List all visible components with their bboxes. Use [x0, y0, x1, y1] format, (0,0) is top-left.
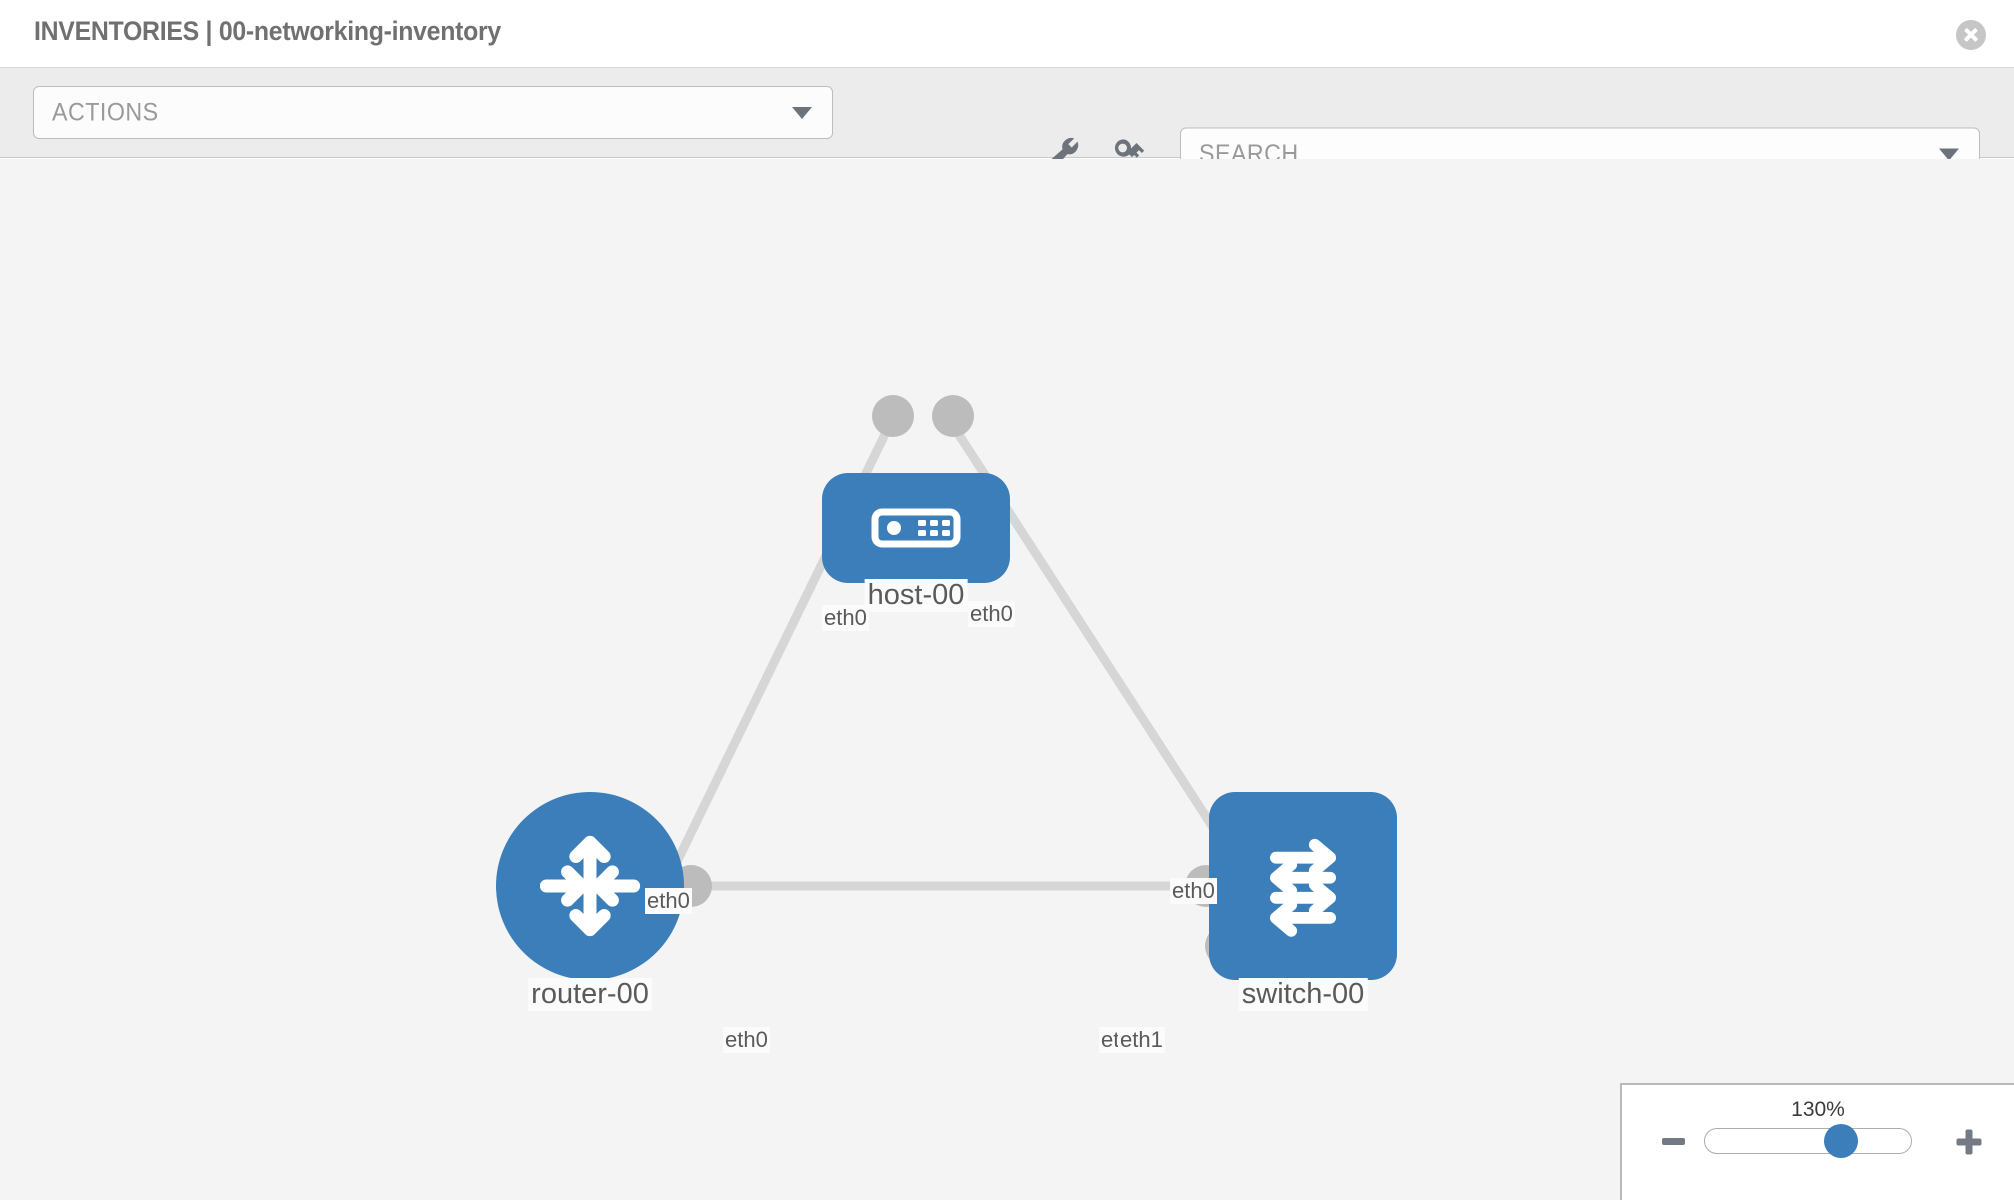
zoom-out-button[interactable] — [1662, 1138, 1685, 1145]
key-icon[interactable] — [1110, 134, 1150, 174]
node-router-00[interactable]: router-00 — [496, 792, 684, 1011]
router-arrows-icon — [539, 835, 641, 937]
actions-dropdown-label: ACTIONS — [52, 98, 159, 126]
zoom-slider-thumb[interactable] — [1823, 1124, 1858, 1158]
node-host-00[interactable]: host-00 — [822, 473, 1010, 612]
zoom-in-button[interactable] — [1955, 1128, 1982, 1155]
zoom-level-value: 130% — [1791, 1098, 1845, 1121]
actions-dropdown[interactable]: ACTIONS — [33, 86, 833, 139]
zoom-slider[interactable] — [1704, 1124, 1912, 1158]
topology-edges — [667, 421, 1242, 891]
port-host-right[interactable] — [932, 395, 974, 437]
port-host-left[interactable] — [872, 395, 914, 437]
toolbar: ACTIONS SEARCH — [0, 68, 2014, 181]
node-host-00-shape[interactable] — [822, 473, 1010, 583]
server-icon — [871, 508, 961, 548]
node-switch-00[interactable]: switch-00 — [1209, 792, 1397, 1011]
node-switch-00-shape[interactable] — [1209, 792, 1397, 980]
chevron-down-icon — [792, 106, 812, 119]
title-bar: INVENTORIES | 00-networking-inventory — [0, 0, 2014, 68]
node-router-00-shape[interactable] — [496, 792, 684, 980]
page-title: INVENTORIES | 00-networking-inventory — [34, 16, 501, 46]
topology-canvas[interactable]: host-00 — [0, 159, 2014, 1200]
close-icon[interactable] — [1956, 20, 1986, 50]
zoom-control-panel: 130% — [1620, 1083, 2014, 1200]
switch-arrows-icon — [1269, 838, 1337, 937]
search-chevron-down-icon[interactable] — [1939, 148, 1959, 160]
